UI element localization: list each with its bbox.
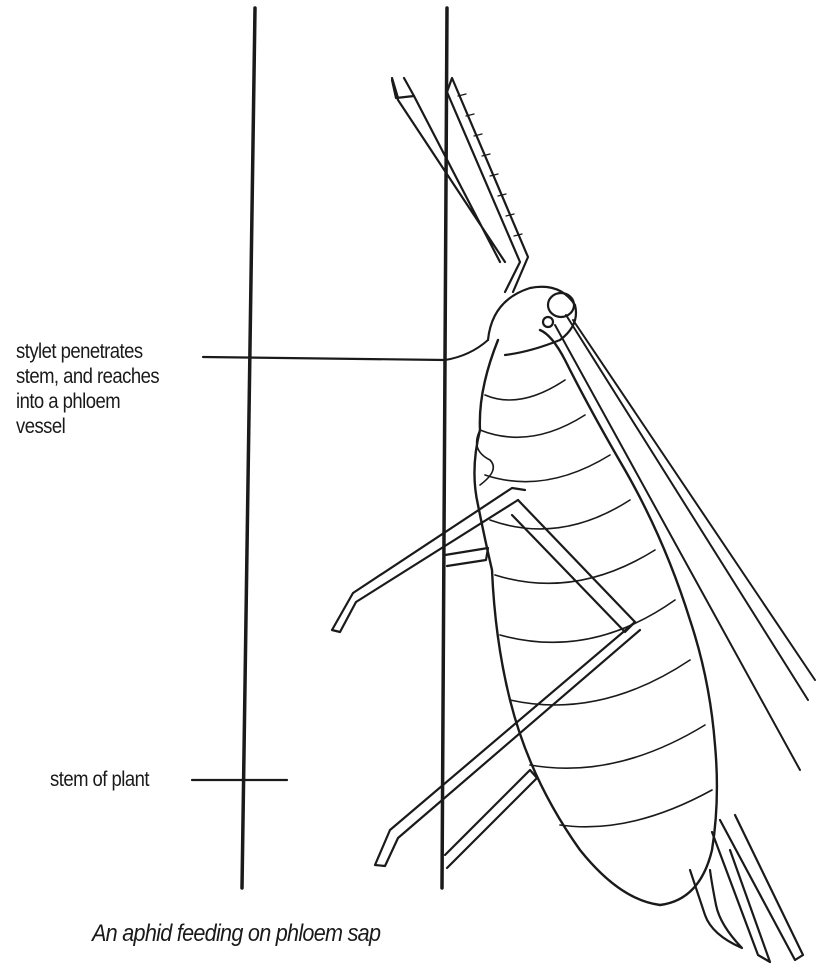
aphid-front-leg xyxy=(392,78,528,292)
aphid-head xyxy=(488,287,576,355)
stylet xyxy=(445,340,488,360)
stylet-label: stylet penetrates stem, and reaches into… xyxy=(16,339,201,439)
aphid-body xyxy=(474,330,716,905)
aphid-hind-leg xyxy=(445,548,537,868)
stem-label: stem of plant xyxy=(50,767,149,792)
plant-stem xyxy=(242,8,447,888)
figure-caption: An aphid feeding on phloem sap xyxy=(92,920,380,948)
stylet-leader-line xyxy=(203,357,445,360)
